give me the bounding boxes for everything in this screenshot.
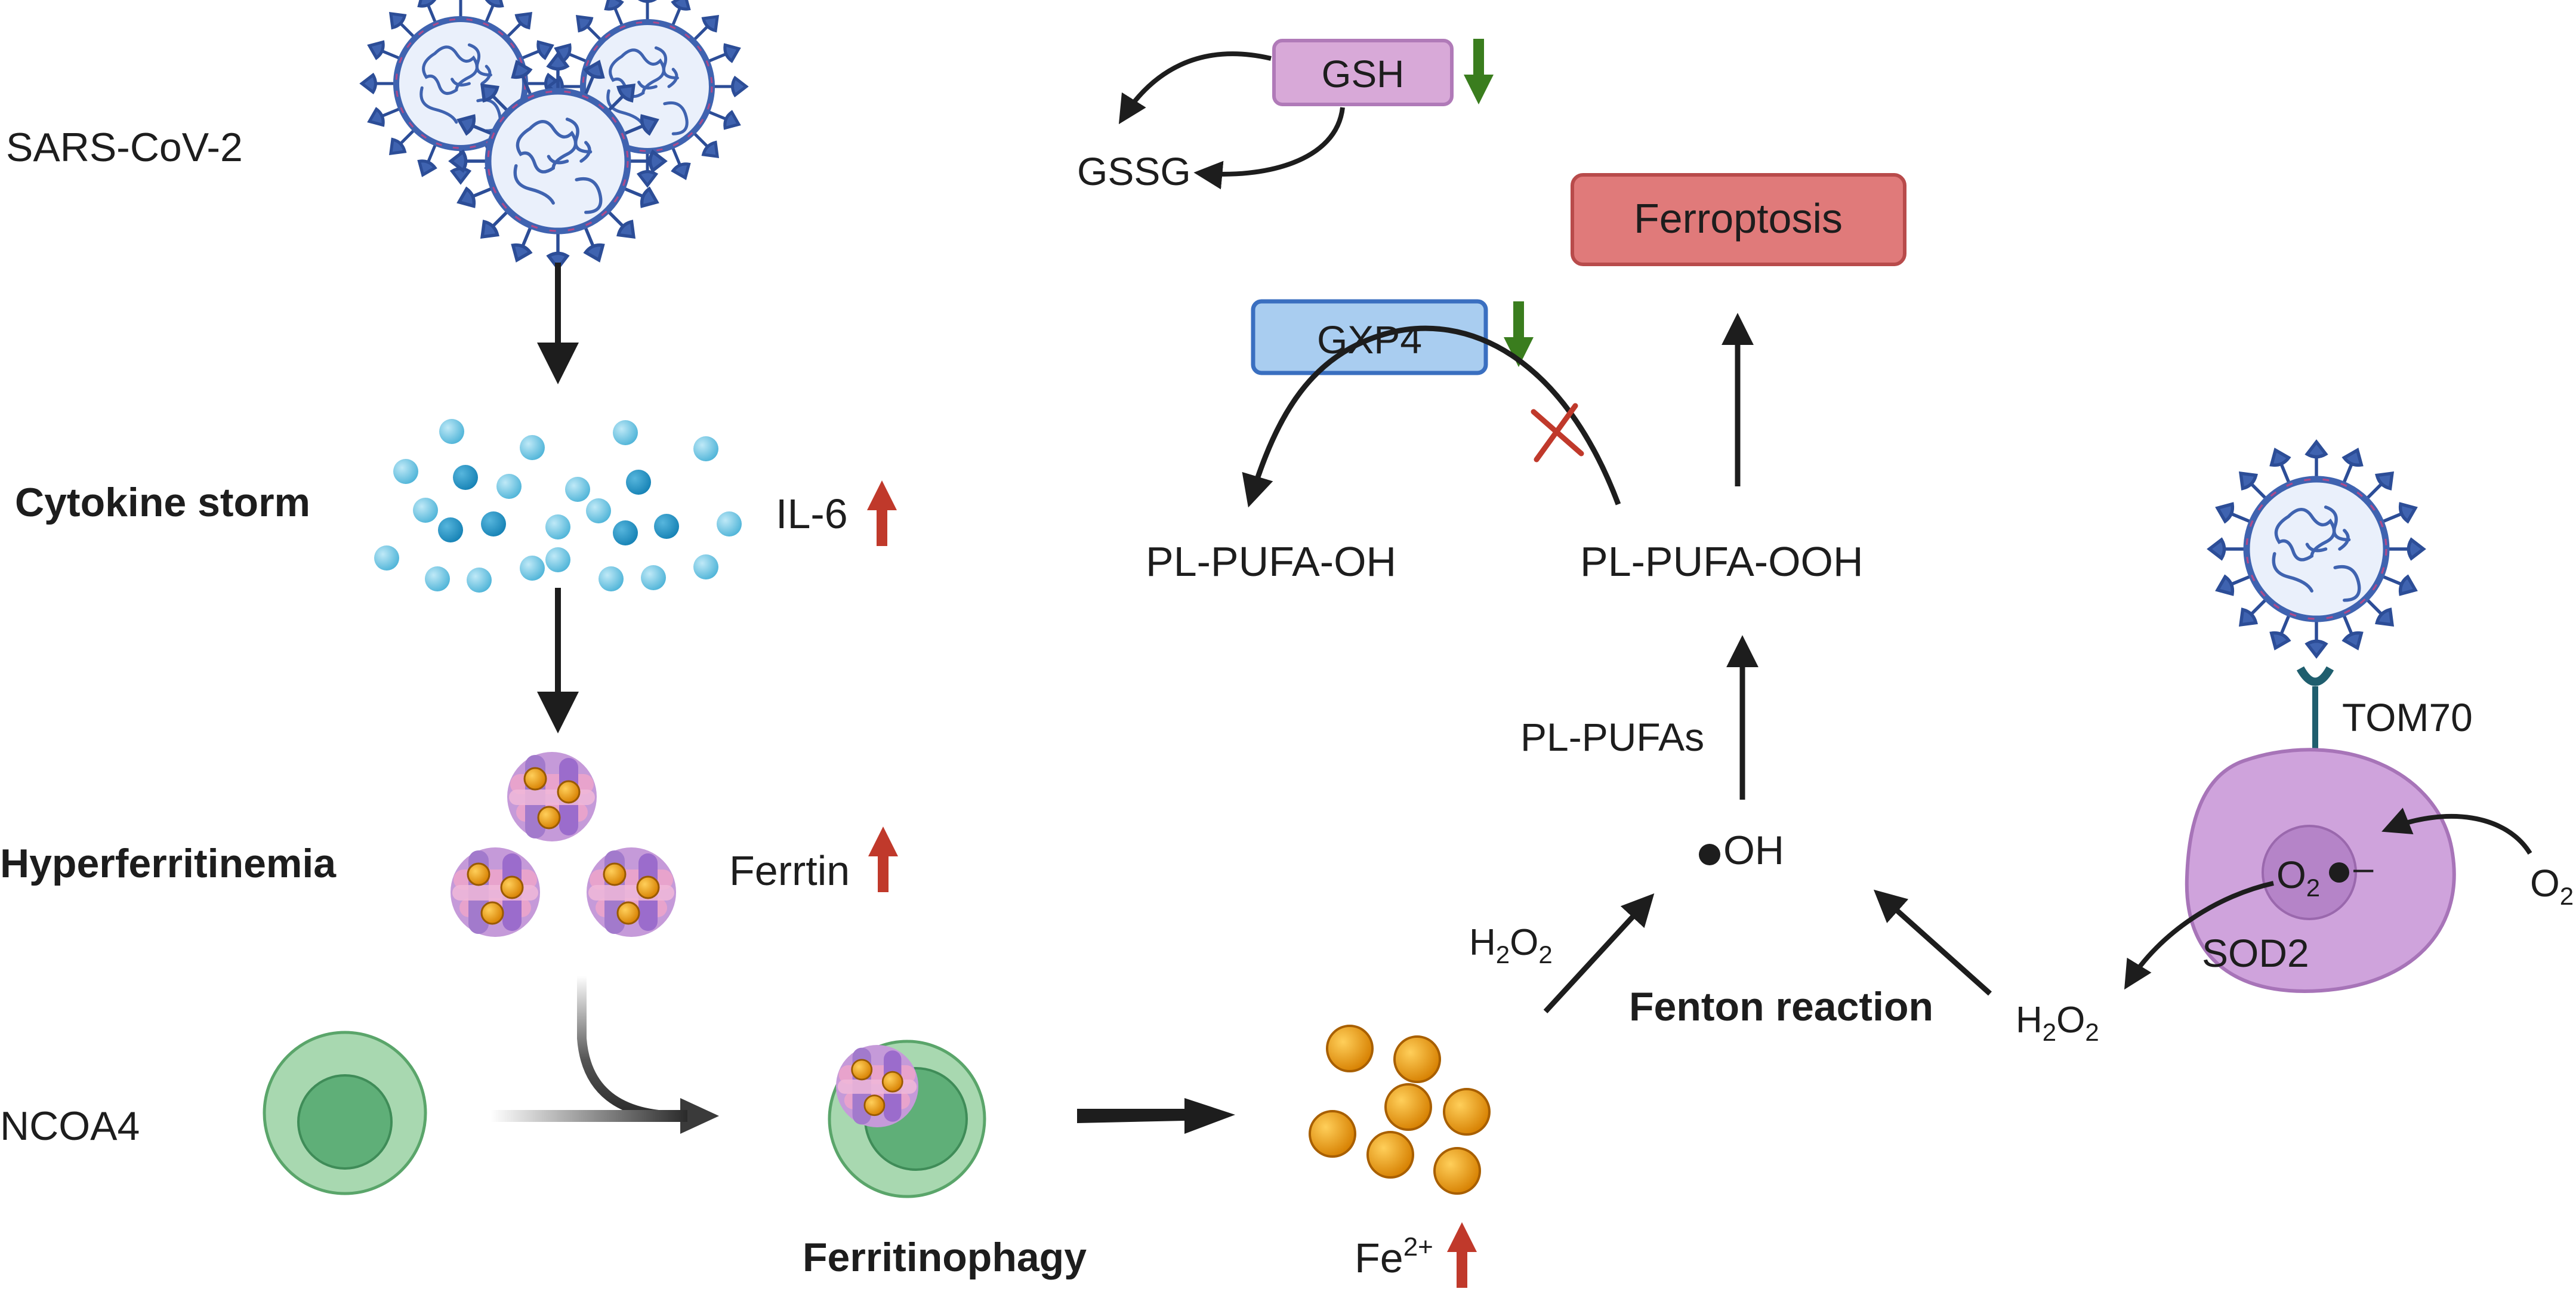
arrow-gxp4-reduction xyxy=(1242,325,1621,508)
il6-label: IL-6 xyxy=(776,491,848,537)
fenton-reaction-label: Fenton reaction xyxy=(1629,984,1933,1029)
ferritin-label: Ferrtin xyxy=(729,847,850,894)
il6-up-arrow-icon xyxy=(867,480,897,546)
ferritin-up-arrow-icon xyxy=(868,827,898,892)
cytokine-molecule xyxy=(453,465,478,490)
cytokine-molecule xyxy=(599,566,624,591)
gsh-label: GSH xyxy=(1322,53,1405,95)
hydroxyl-radical-label: OH xyxy=(1723,828,1784,873)
cytokine-molecules-icon xyxy=(374,419,742,593)
superoxide-charge-label: – xyxy=(2353,848,2374,888)
cytokine-molecule xyxy=(496,474,522,499)
sars-cov2-label: SARS-CoV-2 xyxy=(6,125,243,170)
cytokine-molecule xyxy=(613,520,638,545)
cytokine-molecule xyxy=(439,419,464,444)
arrow-autophagy-to-iron xyxy=(1077,1109,1217,1123)
cytokine-storm-label: Cytokine storm xyxy=(15,480,310,525)
pl-pufas-label: PL-PUFAs xyxy=(1520,715,1704,759)
tom70-label: TOM70 xyxy=(2342,695,2473,739)
ferrous-iron-icon xyxy=(1309,1025,1491,1195)
cytokine-molecule xyxy=(393,459,418,484)
ferroptosis-box xyxy=(1571,173,1906,266)
cytokine-molecule xyxy=(626,470,651,495)
h2o2-right-label: H2O2 xyxy=(2016,1000,2099,1046)
arrow-superoxide-to-h2o2 xyxy=(2124,881,2274,990)
cytokine-molecule xyxy=(586,498,611,523)
gsh-box xyxy=(1272,39,1454,106)
arrow-h2o2-right-to-hydroxyl xyxy=(1873,889,1992,996)
cytokine-molecule xyxy=(565,477,590,502)
gssg-label: GSSG xyxy=(1077,149,1191,193)
pl-pufa-ooh-label: PL-PUFA-OOH xyxy=(1580,538,1864,585)
cytokine-molecule xyxy=(693,436,718,461)
cytokine-molecule xyxy=(693,554,718,579)
sod2-label: SOD2 xyxy=(2202,931,2309,975)
arrow-ferritin-to-autophagy xyxy=(577,976,681,1121)
arrow-gsh-to-gssg-lower xyxy=(1193,107,1345,190)
cytokine-molecule xyxy=(545,547,570,572)
cytokine-molecule xyxy=(425,566,450,591)
ferritin-cluster-icon xyxy=(449,751,677,938)
cytokine-molecule xyxy=(641,565,666,590)
o2-label: O2 xyxy=(2530,862,2574,910)
radical-dot-icon xyxy=(1699,844,1720,865)
cytokine-molecule xyxy=(717,511,742,536)
ferritinophagy-label: Ferritinophagy xyxy=(803,1235,1087,1280)
cytokine-molecule xyxy=(654,514,679,539)
gxp4-down-arrow-icon xyxy=(1504,301,1534,367)
fe-up-arrow-icon xyxy=(1447,1222,1477,1288)
cytokine-molecule xyxy=(545,514,570,539)
fe-label: Fe2+ xyxy=(1355,1232,1433,1281)
cytokine-molecule xyxy=(438,517,463,542)
superoxide-radical-dot-icon xyxy=(2329,862,2349,883)
inhibition-cross-icon xyxy=(1531,403,1584,462)
virus-right-icon xyxy=(2210,442,2424,656)
cytokine-molecule xyxy=(613,420,638,445)
pl-pufa-oh-label: PL-PUFA-OH xyxy=(1146,538,1396,585)
tom70-receptor-icon xyxy=(2296,666,2334,758)
ncoa4-label: NCOA4 xyxy=(0,1103,140,1149)
hyperferritinemia-label: Hyperferritinemia xyxy=(0,841,337,886)
cytokine-molecule xyxy=(481,511,506,536)
arrow-o2-to-superoxide xyxy=(2381,807,2532,855)
cytokine-molecule xyxy=(413,498,438,523)
ferroptosis-label: Ferroptosis xyxy=(1634,195,1843,242)
gsh-down-arrow-icon xyxy=(1464,39,1494,104)
cytokine-molecule xyxy=(520,435,545,460)
cytokine-molecule xyxy=(520,556,545,581)
arrow-gsh-to-gssg-upper xyxy=(1118,51,1272,125)
virus-cluster-icon xyxy=(362,0,746,268)
cytokine-molecule xyxy=(374,545,399,571)
ncoa4-cell-icon xyxy=(263,1031,427,1195)
arrow-h2o2-to-hydroxyl xyxy=(1543,893,1655,1014)
superoxide-label: O2 xyxy=(2276,853,2320,902)
cytokine-molecule xyxy=(467,568,492,593)
h2o2-left-label: H2O2 xyxy=(1469,922,1553,969)
ferritinophagy-cell-icon xyxy=(828,1040,986,1198)
